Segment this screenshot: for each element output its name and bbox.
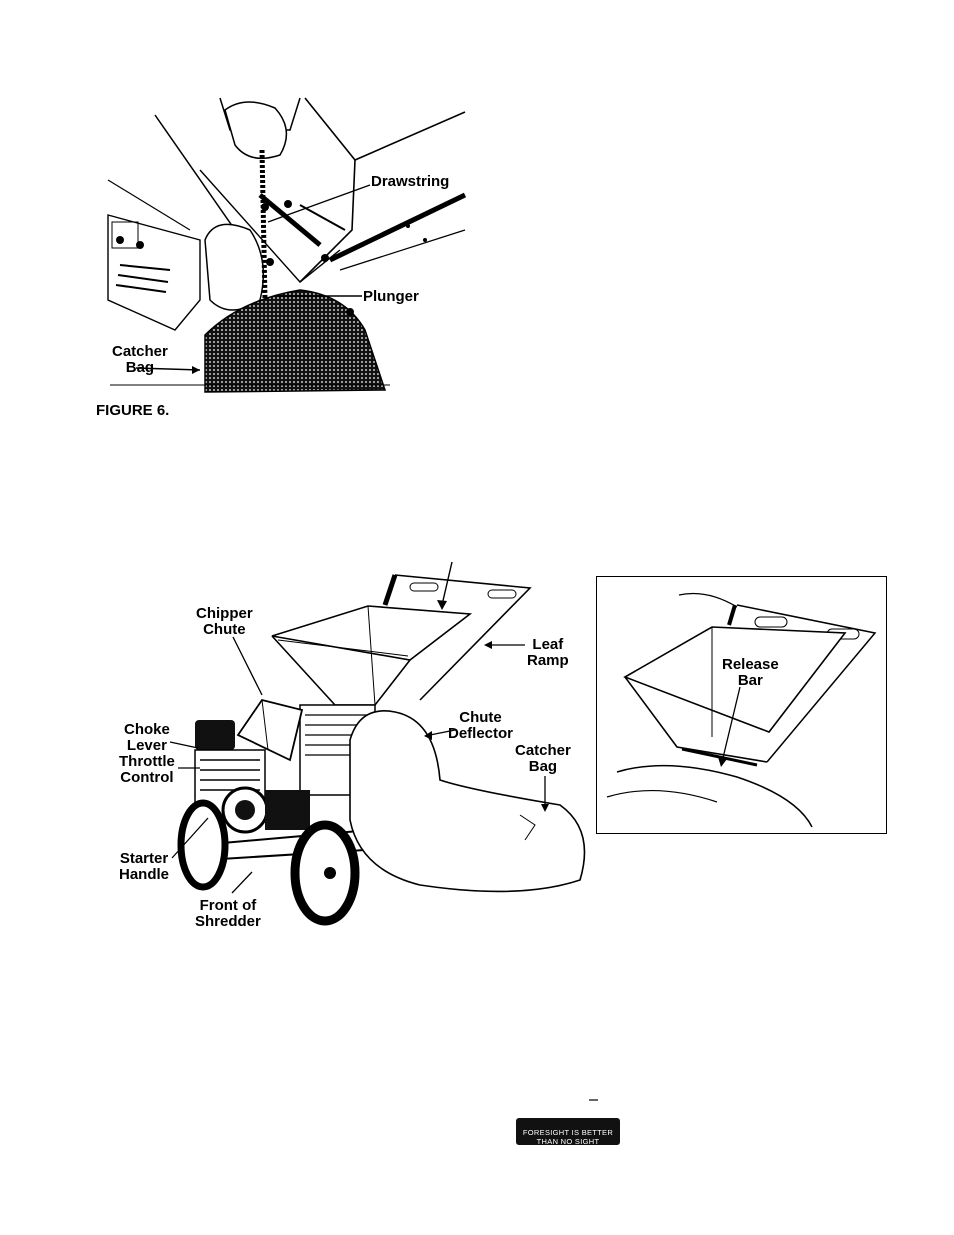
badge-line-1: FORESIGHT IS BETTER — [516, 1128, 620, 1137]
badge-line-2: THAN NO SIGHT — [516, 1137, 620, 1146]
badge-plate: FORESIGHT IS BETTER THAN NO SIGHT — [516, 1118, 620, 1145]
